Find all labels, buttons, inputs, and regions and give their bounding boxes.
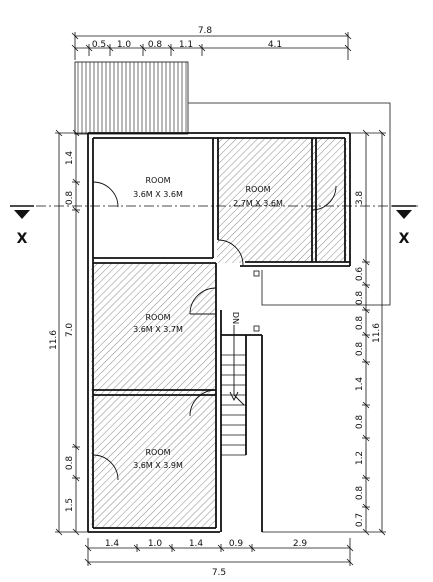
left-seg-1: 1.4 — [65, 151, 75, 166]
top-total-label: 7.8 — [198, 26, 213, 36]
room-1-name: ROOM — [145, 176, 170, 185]
left-seg-2: 0.8 — [65, 191, 75, 206]
bottom-total-label: 7.5 — [212, 568, 226, 578]
section-mark-left: X — [17, 231, 28, 247]
right-seg-3: 0.8 — [355, 316, 365, 331]
room-1-size: 3.6M X 3.6M — [133, 190, 183, 199]
bottom-dimensions — [84, 538, 354, 566]
room-4-hatch — [91, 393, 216, 529]
door-swings — [92, 181, 337, 481]
room-2-hatch — [217, 137, 347, 263]
right-seg-6: 0.8 — [355, 415, 365, 430]
left-dimensions — [55, 129, 90, 536]
top-seg-4: 1.1 — [179, 40, 193, 50]
bottom-seg-4: 0.9 — [229, 539, 244, 549]
top-dimensions — [71, 32, 352, 60]
deck-boards — [74, 61, 189, 135]
room-3-hatch — [91, 263, 216, 393]
left-overall-label: 11.6 — [49, 330, 59, 350]
right-seg-7: 1.2 — [355, 451, 365, 465]
right-seg-5: 1.4 — [355, 377, 365, 392]
top-seg-1: 0.5 — [92, 40, 106, 50]
room-4-name: ROOM — [145, 448, 170, 457]
left-seg-4: 1.5 — [65, 498, 75, 512]
stair-dn-label: DN — [231, 312, 240, 324]
right-seg-8: 0.8 — [355, 486, 365, 501]
left-seg-3: 0.8 — [65, 456, 75, 471]
bottom-seg-1: 1.4 — [105, 539, 120, 549]
bottom-seg-3: 1.4 — [189, 539, 204, 549]
left-sub-label: 7.0 — [65, 323, 75, 338]
right-dimensions — [262, 129, 386, 536]
right-overall-label: 11.6 — [372, 323, 382, 343]
post-1 — [253, 270, 260, 277]
right-seg-4: 0.8 — [355, 342, 365, 357]
top-seg-3: 0.8 — [148, 40, 163, 50]
section-line — [10, 205, 418, 219]
top-seg-2: 1.0 — [117, 40, 132, 50]
stairs — [221, 325, 246, 456]
room-4-size: 3.6M X 3.9M — [133, 461, 183, 470]
annex-outline — [188, 102, 391, 306]
right-seg-9: 0.7 — [355, 513, 365, 527]
bottom-seg-2: 1.0 — [148, 539, 163, 549]
right-seg-1: 0.6 — [355, 267, 365, 282]
room-3-name: ROOM — [145, 313, 170, 322]
right-seg-2: 0.8 — [355, 291, 365, 306]
post-2 — [253, 325, 260, 332]
room-2-size: 2.7M X 3.6M — [233, 199, 283, 208]
room-2-name: ROOM — [245, 185, 270, 194]
right-top-label: 3.8 — [355, 191, 365, 206]
bottom-seg-5: 2.9 — [293, 539, 308, 549]
room-3-size: 3.6M X 3.7M — [133, 325, 183, 334]
section-mark-right: X — [399, 231, 410, 247]
top-seg-5: 4.1 — [268, 40, 282, 50]
